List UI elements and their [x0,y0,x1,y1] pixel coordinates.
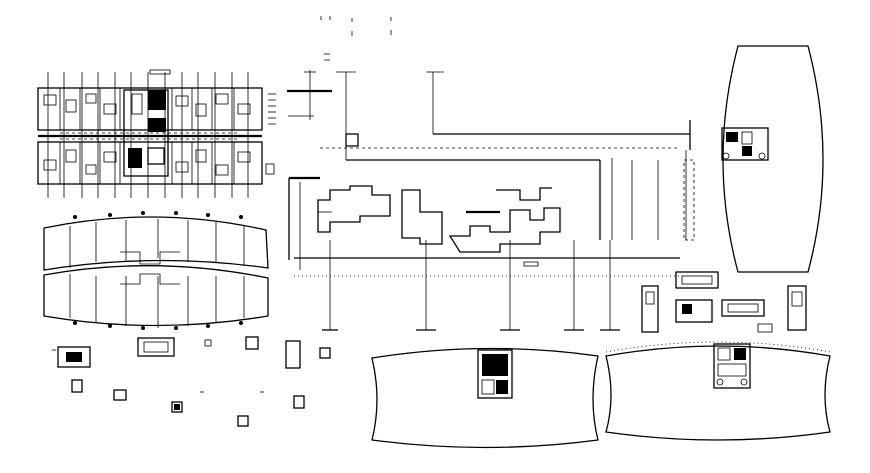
small-details-bottom-left [52,336,331,427]
building-section-center [287,70,695,331]
curved-plan-bottom-center [371,347,599,449]
curved-floor-plan-left [43,211,269,330]
plan-partitions [43,88,251,184]
top-tick-marks [320,16,392,61]
section-top-markers [304,71,444,160]
curved-plan-bottom-right [605,341,831,441]
curved-plan-top-right [721,45,824,273]
curved-plan-partitions [69,219,245,328]
piles [329,240,611,330]
plan-notes [265,93,276,175]
column-markers [73,211,243,330]
small-details-right [641,271,807,333]
floor-plan-top-left [37,69,276,198]
